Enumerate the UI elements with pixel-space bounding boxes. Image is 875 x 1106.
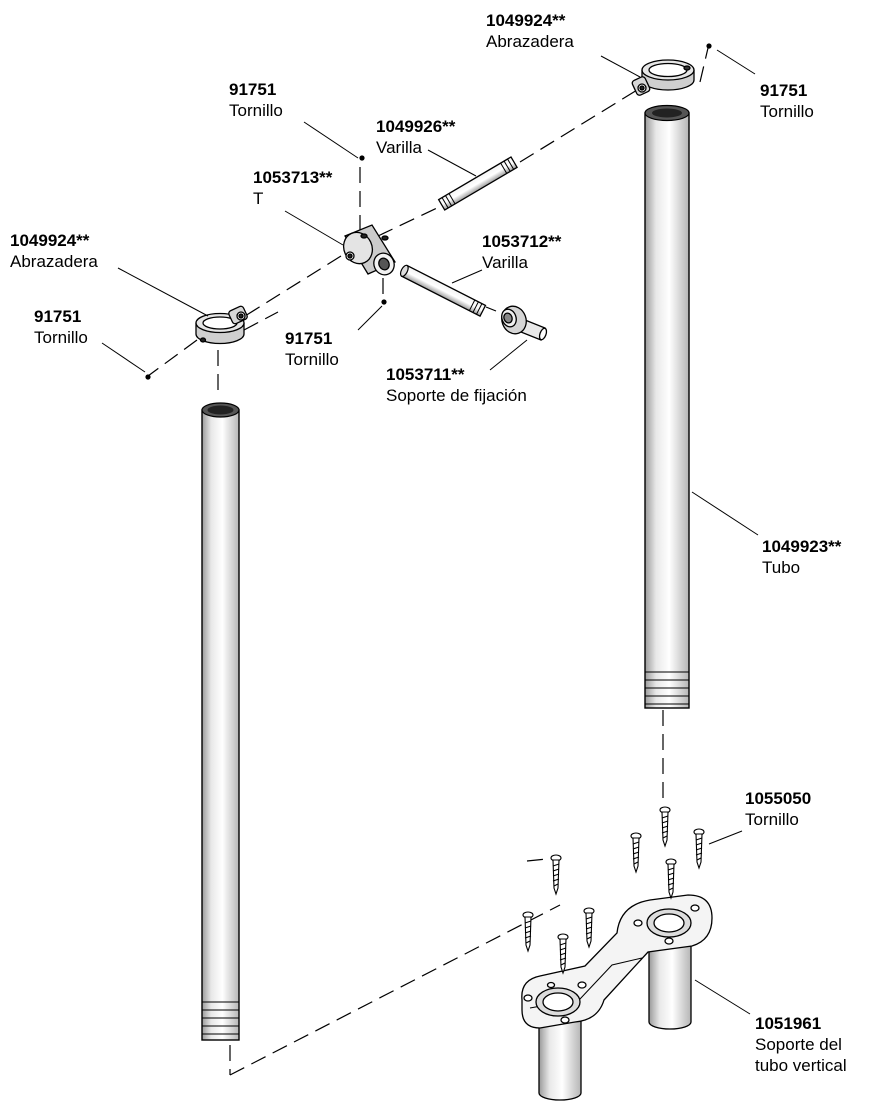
base-support [521, 894, 713, 1101]
part-number: 91751 [229, 80, 277, 99]
rod-upper [437, 156, 518, 211]
part-name: Tubo [762, 558, 801, 577]
callout-screw-top-left: 91751 Tornillo [229, 79, 283, 121]
part-name: Abrazadera [486, 32, 574, 51]
part-number: 91751 [760, 81, 808, 100]
part-name: Varilla [482, 253, 528, 272]
part-name-line-2: tubo vertical [755, 1056, 847, 1075]
part-number: 1049924** [10, 231, 90, 250]
part-name: Varilla [376, 138, 422, 157]
callout-tube: 1049923** Tubo [762, 536, 841, 578]
part-number: 1055050 [745, 789, 812, 808]
part-name-line-1: Soporte del [755, 1035, 842, 1054]
callout-rod-upper: 1049926** Varilla [376, 116, 455, 158]
part-number: 1053711** [386, 365, 465, 384]
right-tube [644, 104, 690, 709]
part-name: T [253, 189, 264, 208]
callout-screw-tee-bottom: 91751 Tornillo [285, 328, 339, 370]
part-name: Tornillo [285, 350, 339, 369]
rod-lower [399, 264, 487, 318]
callout-tee: 1053713** T [253, 167, 332, 209]
callout-clamp-top: 1049924** Abrazadera [486, 10, 574, 52]
part-name: Tornillo [229, 101, 283, 120]
part-number: 1049926** [376, 117, 456, 136]
part-number: 91751 [285, 329, 333, 348]
callout-rod-lower: 1053712** Varilla [482, 231, 561, 273]
callout-mount-bracket: 1053711** Soporte de fijación [386, 364, 527, 406]
part-number: 91751 [34, 307, 82, 326]
part-name: Soporte de fijación [386, 386, 527, 405]
part-number: 1053712** [482, 232, 562, 251]
clamp-left [195, 305, 248, 345]
callout-clamp-left: 1049924** Abrazadera [10, 230, 98, 272]
wood-screws [522, 806, 705, 975]
part-name: Tornillo [745, 810, 799, 829]
part-name: Tornillo [34, 328, 88, 347]
part-number: 1053713** [253, 168, 333, 187]
clamp-top-right [631, 59, 695, 96]
left-tube [201, 402, 240, 1041]
part-number: 1049923** [762, 537, 842, 556]
tee-connector [342, 224, 396, 276]
callout-screw-top-right: 91751 Tornillo [760, 80, 814, 122]
part-name: Abrazadera [10, 252, 98, 271]
set-screw-dots [145, 43, 712, 380]
callout-base-screws: 1055050 Tornillo [745, 788, 811, 830]
leader-lines [101, 49, 759, 1015]
callout-screw-left: 91751 Tornillo [34, 306, 88, 348]
part-number: 1049924** [486, 11, 566, 30]
part-name: Tornillo [760, 102, 814, 121]
part-number: 1051961 [755, 1014, 822, 1033]
callout-base-support: 1051961 Soporte del tubo vertical [755, 1013, 847, 1076]
mount-bracket [501, 305, 548, 341]
